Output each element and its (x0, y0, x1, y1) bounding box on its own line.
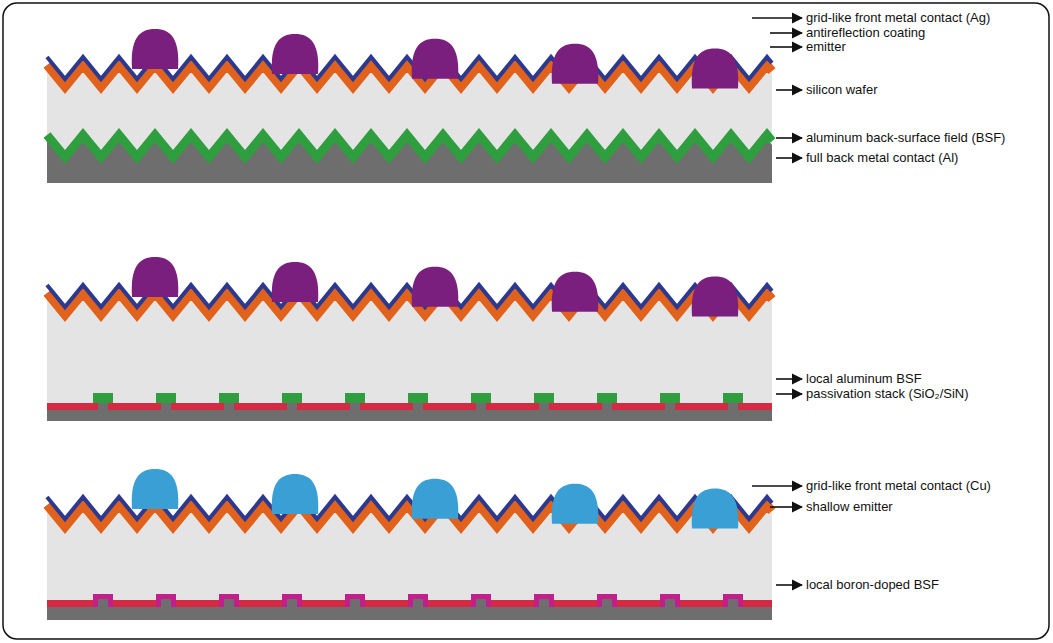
local-contact (413, 403, 423, 411)
silver-contact (132, 257, 179, 297)
local-contact (602, 599, 612, 608)
silver-contact (692, 277, 739, 317)
local-contact (602, 403, 612, 411)
local-bsf (408, 393, 428, 403)
local-bsf (660, 393, 680, 403)
local-boron-bsf (156, 594, 176, 607)
leader-arrow (776, 137, 802, 139)
part-label: emitter (806, 39, 846, 55)
frame (3, 3, 1049, 639)
local-contact (539, 599, 549, 608)
leader-arrow (752, 485, 802, 487)
local-contact (728, 403, 738, 411)
leader-arrow (776, 89, 802, 91)
local-bsf (156, 393, 176, 403)
part-label: shallow emitter (806, 499, 893, 515)
silver-contact (552, 44, 599, 84)
local-bsf (597, 393, 617, 403)
local-contact (98, 403, 108, 411)
silver-contact (272, 34, 319, 74)
local-bsf (471, 393, 491, 403)
part-label: full back metal contact (Al) (806, 150, 958, 166)
back-surface-field (47, 135, 772, 157)
local-boron-bsf (471, 594, 491, 607)
local-bsf (723, 393, 743, 403)
local-bsf (93, 393, 113, 403)
back-metal-contact (47, 158, 772, 183)
leader-arrow (776, 157, 802, 159)
copper-contact (552, 484, 599, 524)
leader-arrow (776, 378, 802, 380)
part-label: local boron-doped BSF (806, 577, 939, 593)
local-boron-bsf (345, 594, 365, 607)
local-bsf (534, 393, 554, 403)
local-boron-bsf (282, 594, 302, 607)
local-contact (350, 599, 360, 608)
copper-contact (272, 474, 319, 514)
local-contact (224, 403, 234, 411)
part-label: local aluminum BSF (806, 371, 922, 387)
part-label: antireflection coating (806, 25, 925, 41)
local-contact (287, 599, 297, 608)
copper-contact (412, 479, 459, 519)
local-boron-bsf (723, 594, 743, 607)
local-bsf (282, 393, 302, 403)
local-boron-bsf (660, 594, 680, 607)
local-boron-bsf (534, 594, 554, 607)
local-boron-bsf (93, 594, 113, 607)
local-contact (665, 599, 675, 608)
local-bsf (345, 393, 365, 403)
part-label: passivation stack (SiO₂/SiN) (806, 386, 969, 402)
passivation-stack (47, 403, 772, 410)
local-contact (161, 599, 171, 608)
local-bsf (219, 393, 239, 403)
copper-contact (132, 469, 179, 509)
local-boron-bsf (219, 594, 239, 607)
back-metal-contact (47, 607, 772, 620)
leader-arrow (770, 46, 802, 48)
silver-contact (692, 49, 739, 89)
silicon-wafer (47, 295, 772, 404)
leader-arrow (770, 506, 802, 508)
part-label: grid-like front metal contact (Cu) (806, 478, 991, 494)
local-boron-bsf (597, 594, 617, 607)
local-contact (539, 403, 549, 411)
local-contact (161, 403, 171, 411)
local-contact (476, 599, 486, 608)
part-label: silicon wafer (806, 82, 878, 98)
back-metal-contact (47, 410, 772, 421)
leader-arrow (770, 32, 802, 34)
leader-arrow (776, 584, 802, 586)
part-label: aluminum back-surface field (BSF) (806, 130, 1005, 146)
part-label: grid-like front metal contact (Ag) (806, 10, 990, 26)
local-contact (728, 599, 738, 608)
local-contact (350, 403, 360, 411)
local-contact (287, 403, 297, 411)
local-contact (98, 599, 108, 608)
silver-contact (552, 272, 599, 312)
silver-contact (412, 267, 459, 307)
local-contact (476, 403, 486, 411)
local-contact (665, 403, 675, 411)
leader-arrow (752, 17, 802, 19)
leader-arrow (776, 393, 802, 395)
copper-contact (692, 489, 739, 529)
local-boron-bsf (408, 594, 428, 607)
local-contact (413, 599, 423, 608)
silicon-wafer (47, 507, 772, 606)
local-contact (224, 599, 234, 608)
silver-contact (272, 262, 319, 302)
silver-contact (412, 39, 459, 79)
silver-contact (132, 29, 179, 69)
